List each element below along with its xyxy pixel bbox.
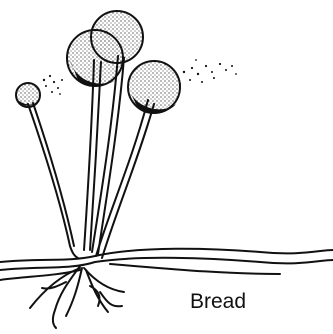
- sporangia: [16, 11, 180, 113]
- bread-surface: [0, 249, 333, 280]
- bread-label: Bread: [190, 291, 246, 312]
